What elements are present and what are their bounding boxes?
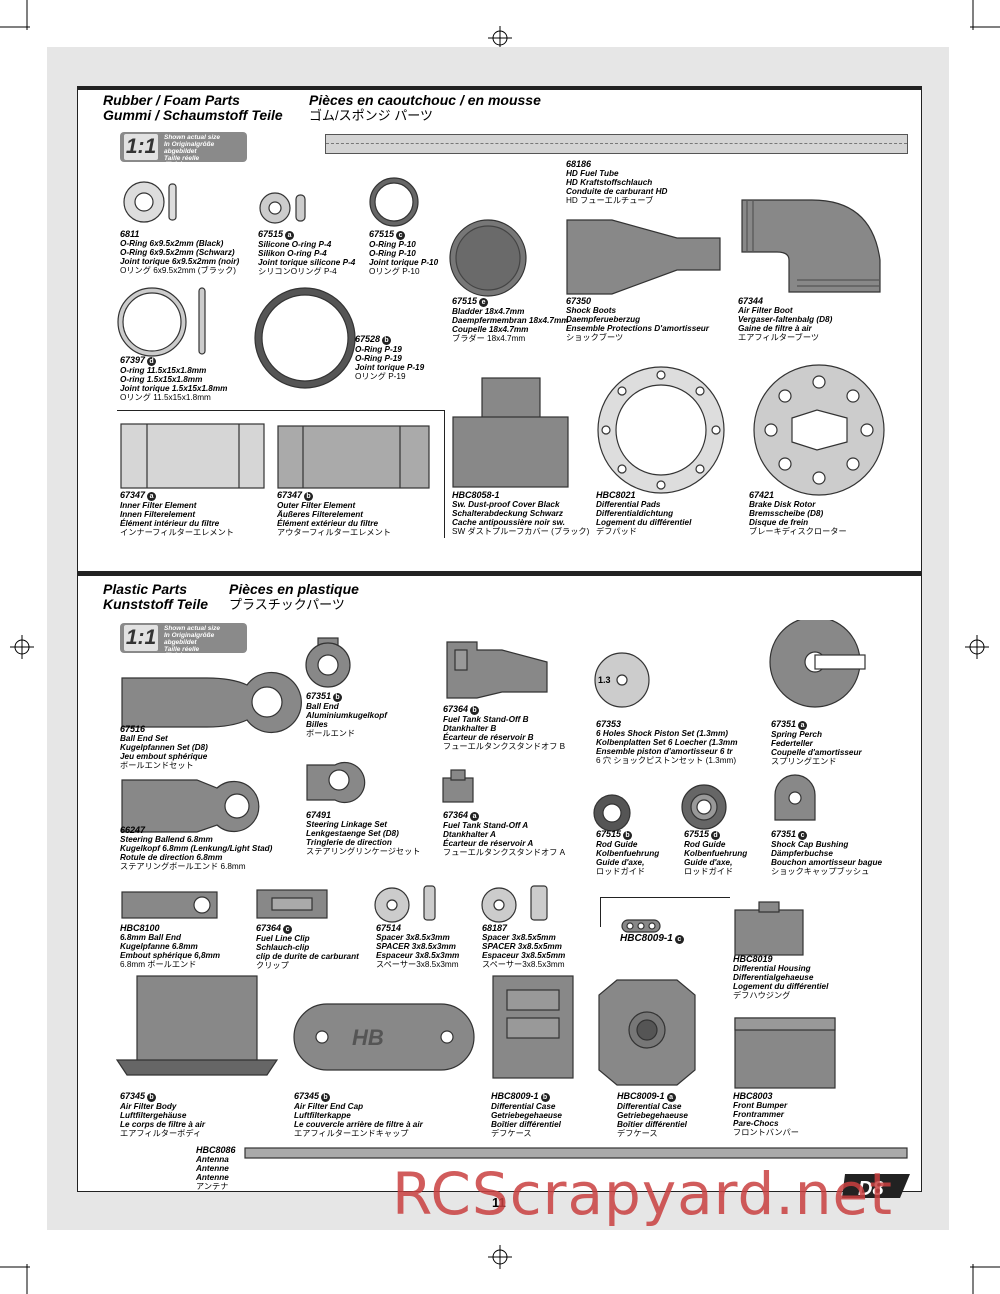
rubber-title-en: Rubber / Foam Parts [103, 92, 240, 108]
rubber-parts-panel [77, 86, 922, 572]
logo-text: D8 [858, 1178, 884, 1200]
plastic-title-en: Plastic Parts [103, 581, 188, 597]
logo-icon: D8 [842, 1174, 910, 1200]
badge-line: 原寸大 [164, 162, 184, 169]
plastic-title-jp: プラスチックパーツ [229, 597, 345, 612]
plastic-title-de: Kunststoff Teile [103, 596, 209, 612]
hb-d8-logo: D8 [840, 1170, 915, 1202]
plastic-part-images: HB [115, 620, 908, 1159]
badge-line: Shown actual size [164, 134, 220, 141]
scale-label: 1:1 [124, 625, 158, 651]
piston-marking: 1.3 [598, 675, 611, 685]
actual-size-badge: 1:1 Shown actual size In Originalgröße a… [120, 132, 247, 169]
plastic-divider-h [600, 897, 730, 898]
rubber-part-images [117, 177, 885, 496]
badge-line: In Originalgröße abgebildet [164, 141, 215, 155]
rubber-title-fr: Pièces en caoutchouc / en mousse [309, 92, 541, 108]
plastic-title-fr: Pièces en plastique [229, 581, 359, 597]
plastic-divider-v [600, 897, 601, 927]
badge-line: 原寸大 [164, 653, 184, 660]
badge-line: Taille réelle [164, 155, 200, 162]
page-number: 11 [492, 1195, 506, 1210]
badge-line: Taille réelle [164, 646, 200, 653]
plastic-title-fr-jp: Pièces en plastique プラスチックパーツ [229, 581, 359, 613]
rubber-divider-h [117, 410, 444, 411]
panel-top-bar [77, 86, 922, 90]
fuel-tube-image [325, 134, 908, 154]
scale-label: 1:1 [124, 134, 158, 160]
rubber-title-de: Gummi / Schaumstoff Teile [103, 107, 283, 123]
actual-size-badge: 1:1 Shown actual size In Originalgröße a… [120, 623, 247, 660]
rubber-divider-v [444, 410, 445, 538]
rubber-title-fr-jp: Pièces en caoutchouc / en mousse ゴム/スポンジ… [309, 92, 541, 124]
plastic-title-en-de: Plastic Parts Kunststoff Teile [103, 582, 208, 612]
badge-line: Shown actual size [164, 625, 220, 632]
rubber-title-en-de: Rubber / Foam Parts Gummi / Schaumstoff … [103, 93, 283, 123]
rubber-title-jp: ゴム/スポンジ パーツ [309, 108, 433, 123]
watermark: RCScrapyard.net [392, 1160, 893, 1228]
badge-line: In Originalgröße abgebildet [164, 632, 215, 646]
panel-top-bar [77, 572, 922, 576]
svg-text:HB: HB [352, 1025, 384, 1050]
